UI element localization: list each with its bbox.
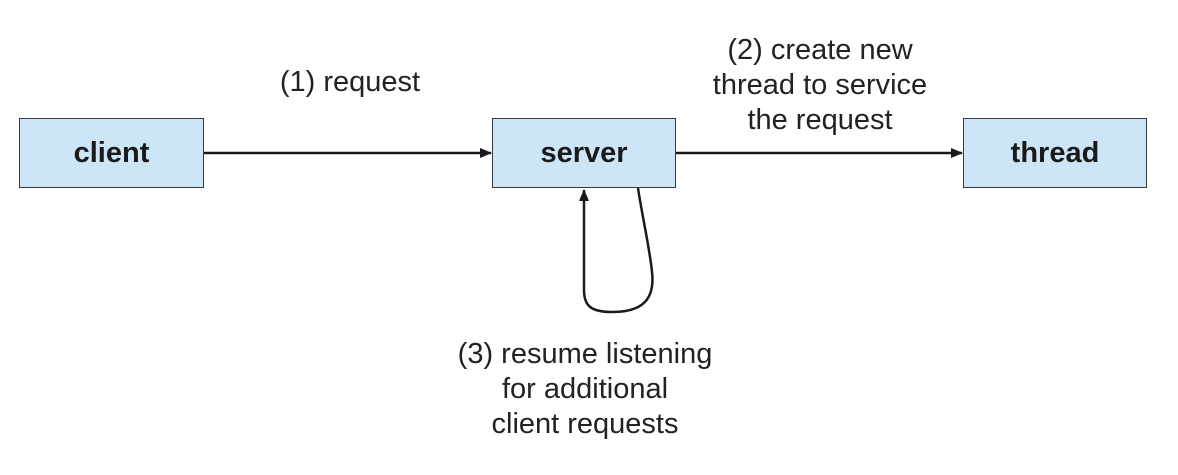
thread-node: thread	[963, 118, 1147, 188]
request-label: (1) request	[230, 65, 470, 100]
thread-node-label: thread	[1010, 136, 1100, 169]
create-thread-label-line-1: (2) create new	[727, 34, 913, 66]
resume-label-line-1: (3) resume listening	[457, 338, 713, 370]
resume-label-line-3: client requests	[491, 408, 679, 440]
create-thread-label: (2) create new thread to service the req…	[680, 33, 960, 138]
create-thread-label-line-2: thread to service	[712, 69, 928, 101]
resume-listening-label: (3) resume listening for additional clie…	[400, 337, 770, 442]
server-node-label: server	[540, 136, 628, 169]
request-label-line: (1) request	[279, 66, 421, 98]
client-node: client	[19, 118, 204, 188]
server-node: server	[492, 118, 676, 188]
resume-label-line-2: for additional	[501, 373, 669, 405]
create-thread-label-line-3: the request	[747, 104, 893, 136]
client-node-label: client	[73, 136, 150, 169]
arrow-server-loop	[579, 187, 654, 314]
